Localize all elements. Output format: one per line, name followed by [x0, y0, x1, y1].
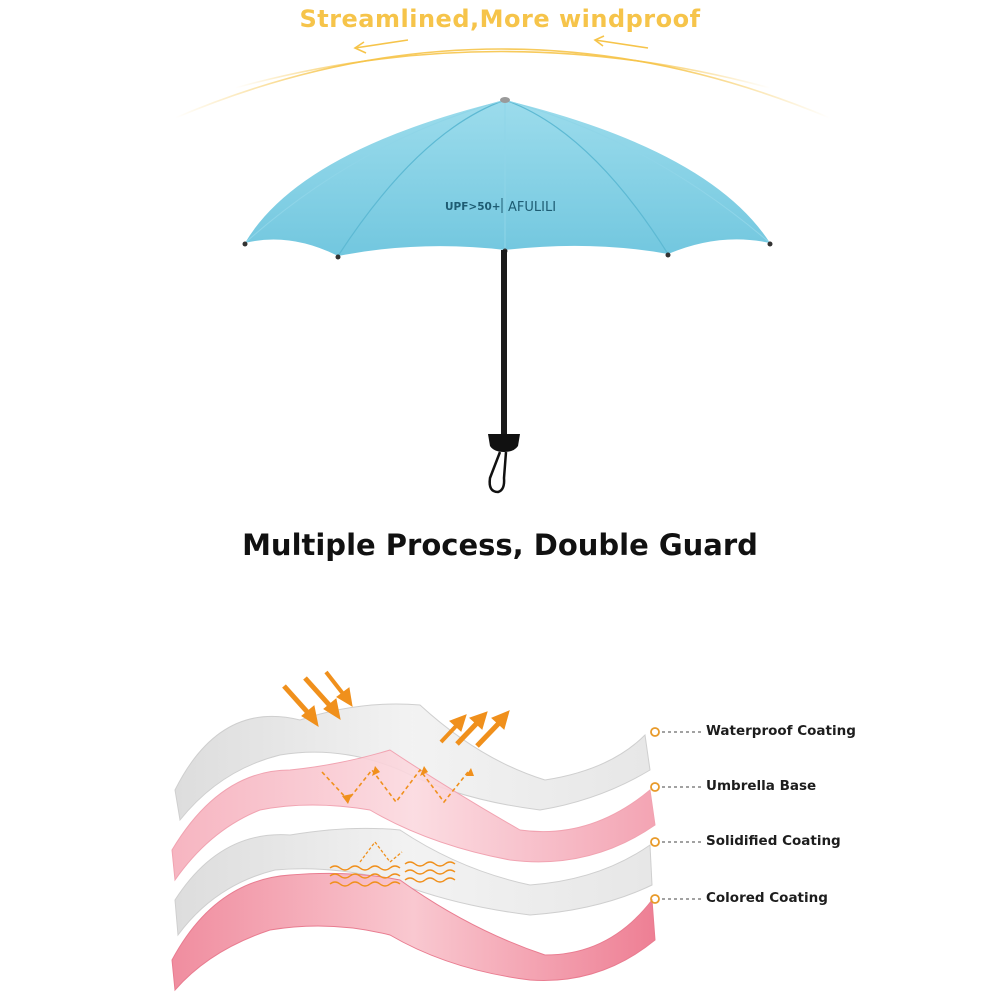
label-connector-solidified	[650, 837, 702, 847]
label-connector-colored	[650, 894, 702, 904]
wind-arrow-right-icon	[593, 35, 649, 49]
layer-colored-coating	[171, 872, 656, 992]
headline: Streamlined,More windproof	[299, 5, 701, 33]
section-title: Multiple Process, Double Guard	[242, 528, 758, 562]
wind-arc-outer	[174, 48, 831, 119]
layer-solidified-coating	[174, 827, 653, 937]
umbrella-canopy	[242, 97, 773, 260]
label-connector-base	[650, 782, 702, 792]
heat-rise-icons	[359, 840, 403, 863]
wind-arrow-left-icon	[353, 39, 409, 54]
umbrella-illustration: UPF>50+ AFULILI	[174, 35, 831, 494]
bounce-ray-icons	[321, 768, 469, 804]
umbrella-strap	[488, 451, 508, 494]
reflected-ray-icons	[439, 710, 510, 748]
canopy-text-brand: AFULILI	[508, 200, 556, 215]
heat-wave-icons	[329, 861, 456, 887]
label-umbrella-base: Umbrella Base	[706, 778, 817, 794]
layer-waterproof-coating	[174, 703, 651, 822]
umbrella-shaft	[501, 250, 507, 436]
label-connector-waterproof	[650, 727, 702, 737]
bounce-arrowheads	[342, 766, 474, 804]
layer-umbrella-base	[171, 749, 656, 882]
umbrella-handle	[488, 434, 520, 452]
canopy-text-upf: UPF>50+	[445, 201, 501, 213]
label-colored-coating: Colored Coating	[706, 890, 828, 906]
label-solidified-coating: Solidified Coating	[706, 833, 841, 849]
wind-arc-inner	[234, 50, 771, 89]
label-waterproof-coating: Waterproof Coating	[706, 723, 856, 739]
incoming-ray-icons	[282, 670, 353, 728]
